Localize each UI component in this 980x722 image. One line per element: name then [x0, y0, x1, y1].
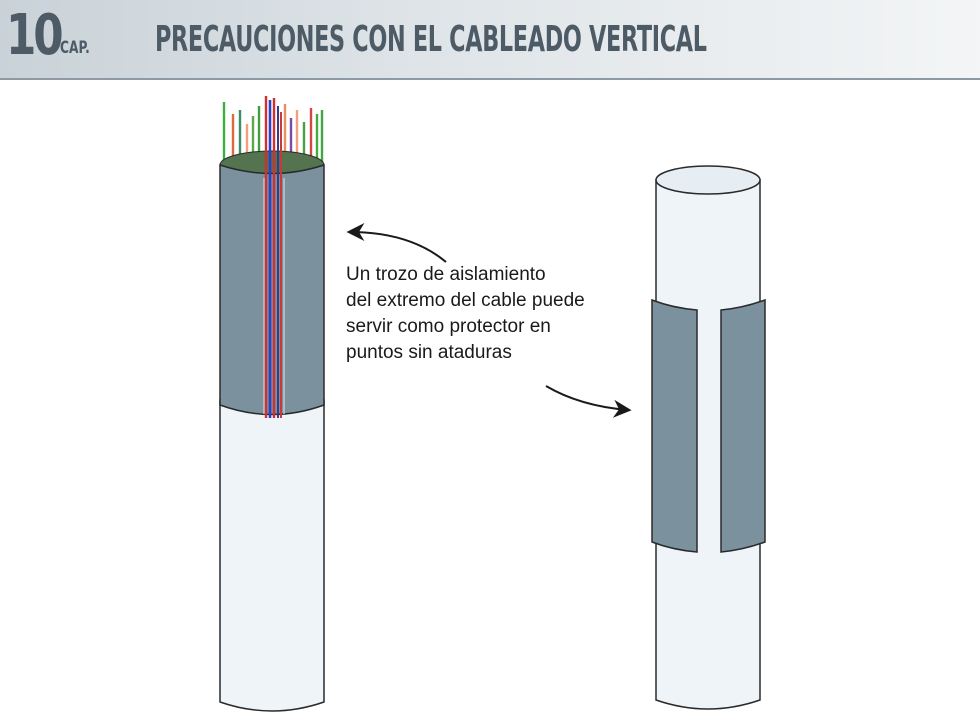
- cable-jacket: [219, 399, 325, 712]
- callout-arrow-left: [346, 223, 447, 263]
- cable-top-cap: [655, 165, 761, 195]
- insulation-sleeve-right: [720, 298, 766, 553]
- page-title: PRECAUCIONES CON EL CABLEADO VERTICAL: [155, 19, 707, 60]
- callout-line: servir como protector en: [346, 316, 551, 337]
- left-cable-illustration: [219, 96, 325, 712]
- cable-diagram: [219, 96, 766, 712]
- callout-line: del extremo del cable puede: [346, 290, 585, 311]
- chapter-label: CAP.: [60, 38, 90, 58]
- callout-text: Un trozo de aislamiento del extremo del …: [346, 262, 676, 366]
- callout-line: Un trozo de aislamiento: [346, 264, 546, 285]
- right-cable-illustration: [651, 165, 766, 710]
- chapter-number: 10: [6, 3, 64, 68]
- insulation-sleeve: [219, 163, 325, 416]
- callout-arrow-right: [545, 385, 632, 418]
- page-header: 10 CAP. PRECAUCIONES CON EL CABLEADO VER…: [0, 0, 980, 80]
- callout-line: puntos sin ataduras: [346, 342, 512, 363]
- insulation-sleeve-left: [651, 298, 698, 553]
